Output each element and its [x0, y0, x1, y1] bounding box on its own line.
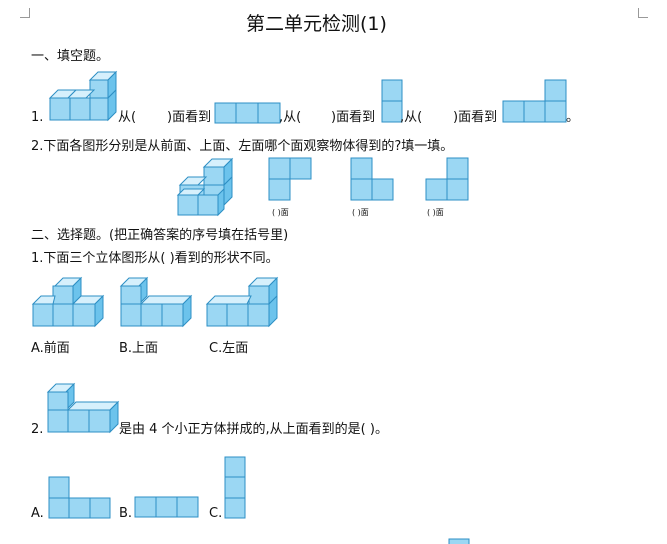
page-corner-mark-right: [638, 8, 648, 18]
s2-q2-option-a[interactable]: A.: [31, 506, 44, 521]
q1-seen-label-1: )面看到: [167, 110, 212, 125]
cube-solid-figure-q2: [176, 157, 234, 217]
view-grid-three-in-row: [214, 102, 281, 124]
solid-figure-option-3: [205, 276, 279, 328]
solid-figure-option-1: [31, 276, 105, 328]
q2-blank-label-3[interactable]: ( )面: [427, 208, 444, 217]
q1-from-label-1: 从(: [118, 110, 137, 125]
cube-solid-figure-q1: [48, 70, 118, 122]
view-grid-two-stacked: [381, 79, 403, 123]
section-heading-fill-blank: 一、填空题。: [31, 49, 110, 64]
s2-q1-text: 1.下面三个立体图形从( )看到的形状不同。: [31, 251, 279, 266]
q2-blank-label-2[interactable]: ( )面: [352, 208, 369, 217]
s2-q2-option-c[interactable]: C.: [209, 506, 223, 521]
s2-q2-number: 2.: [31, 422, 44, 437]
view-grid-three-with-top-right: [502, 79, 567, 123]
s2-q2-text: 是由 4 个小正方体拼成的,从上面看到的是( )。: [119, 422, 388, 437]
s2-q1-option-a[interactable]: A.前面: [31, 341, 70, 356]
page-corner-mark-left: [20, 8, 30, 18]
q1-from-label-3: ,从(: [400, 110, 423, 125]
q2-question-text: 2.下面各图形分别是从前面、上面、左面哪个面观察物体得到的?填一填。: [31, 139, 454, 154]
solid-figure-four-cubes: [46, 382, 120, 434]
s2-q2-option-b[interactable]: B.: [119, 506, 133, 521]
q1-from-label-2: ,从(: [279, 110, 302, 125]
s2-q1-option-b[interactable]: B.上面: [119, 341, 159, 356]
view-figure-a: [268, 157, 312, 201]
q1-answer-blank-3[interactable]: [433, 110, 453, 126]
s2-q2-view-c: [224, 456, 246, 519]
view-figure-c: [425, 157, 469, 201]
section-heading-multiple-choice: 二、选择题。(把正确答案的序号填在括号里): [31, 228, 289, 243]
view-figure-b: [350, 157, 394, 201]
s2-q2-view-b: [134, 496, 199, 518]
q1-number: 1.: [31, 110, 44, 125]
q1-seen-label-2: )面看到: [331, 110, 376, 125]
s2-q1-option-c[interactable]: C.左面: [209, 341, 249, 356]
page-title: 第二单元检测(1): [246, 13, 387, 35]
q1-seen-label-3: )面看到: [453, 110, 498, 125]
q1-answer-blank-2[interactable]: [312, 110, 332, 126]
solid-figure-option-2: [119, 276, 193, 328]
q1-answer-blank-1[interactable]: [148, 110, 168, 126]
q1-end-mark: 。: [566, 110, 580, 125]
next-figure-partial: [448, 538, 470, 544]
q2-blank-label-1[interactable]: ( )面: [272, 208, 289, 217]
s2-q2-view-a: [48, 476, 111, 519]
